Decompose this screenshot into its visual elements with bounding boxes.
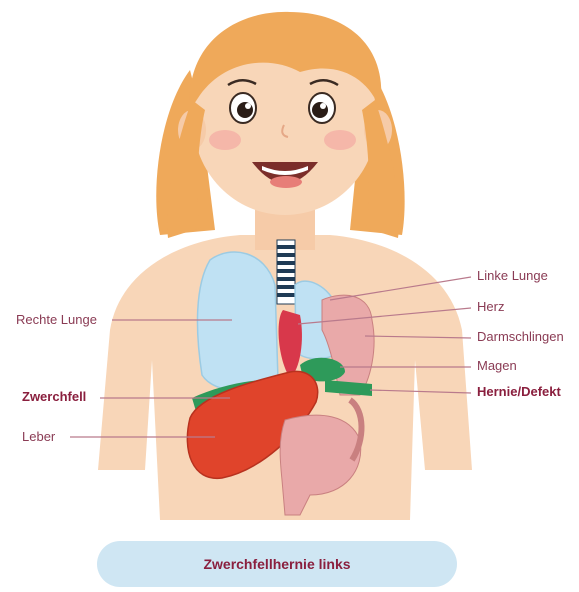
right-cheek [324,130,356,150]
label-hernie-defekt: Hernie/Defekt [477,384,561,400]
right-lung [197,252,278,391]
label-rechte-lunge: Rechte Lunge [16,312,97,328]
label-magen: Magen [477,358,517,374]
label-herz: Herz [477,299,504,315]
caption-text: Zwerchfellhernie links [203,556,350,572]
caption-bar: Zwerchfellhernie links [97,541,457,587]
left-cheek [209,130,241,150]
label-linke-lunge: Linke Lunge [477,268,548,284]
label-zwerchfell: Zwerchfell [22,389,86,405]
label-leber: Leber [22,429,55,445]
label-darmschlingen: Darmschlingen [477,329,564,345]
